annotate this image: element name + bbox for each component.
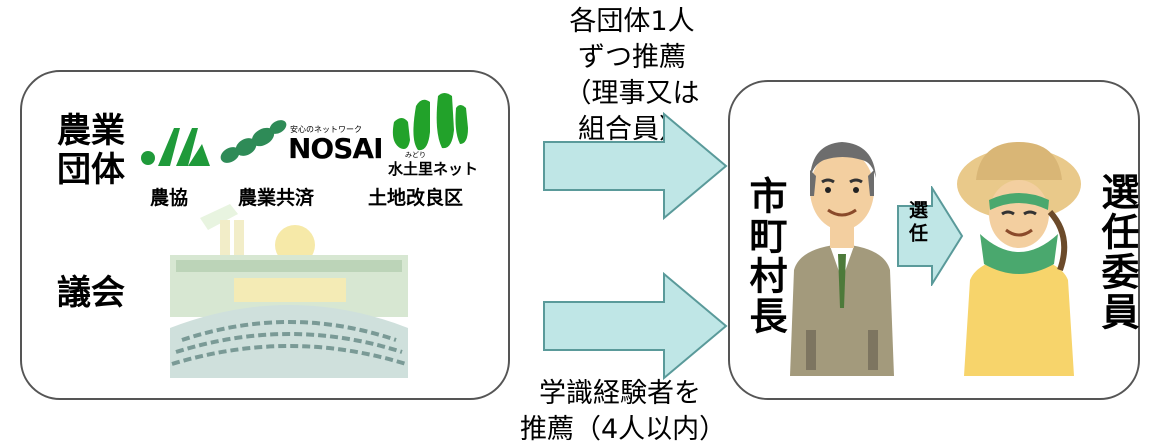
assembly-hall-icon (170, 204, 408, 378)
member-label: 選任委員 (1095, 172, 1139, 332)
nosai-text: NOSAI (288, 132, 383, 165)
nosai-tagline: 安心のネットワーク (290, 125, 362, 134)
member-figure-icon (957, 142, 1081, 376)
mizu-tsuchi-sato-logo-icon (392, 93, 468, 151)
bottom-arrow-icon (543, 272, 728, 380)
org-label-nosai: 農業共済 (238, 187, 315, 209)
mayor-figure-icon (790, 142, 894, 376)
ja-logo-icon (141, 128, 210, 166)
top-arrow-icon (543, 112, 728, 220)
agri-group-label: 農業 団体 (57, 111, 125, 191)
mizu-ruby: みどり (405, 151, 426, 159)
mayor-label: 市町村長 (743, 176, 787, 336)
nosai-logo-icon (220, 120, 287, 163)
org-label-ja: 農協 (150, 187, 189, 209)
mizu-text: 水土里ネット (388, 160, 479, 178)
council-label: 議会 (57, 273, 125, 313)
org-label-land: 土地改良区 (368, 187, 464, 209)
bottom-arrow-note: 学識経験者を 推薦（4人以内） (520, 378, 727, 445)
appoint-label: 選任 (906, 200, 928, 246)
appoint-arrow-icon (897, 186, 964, 286)
